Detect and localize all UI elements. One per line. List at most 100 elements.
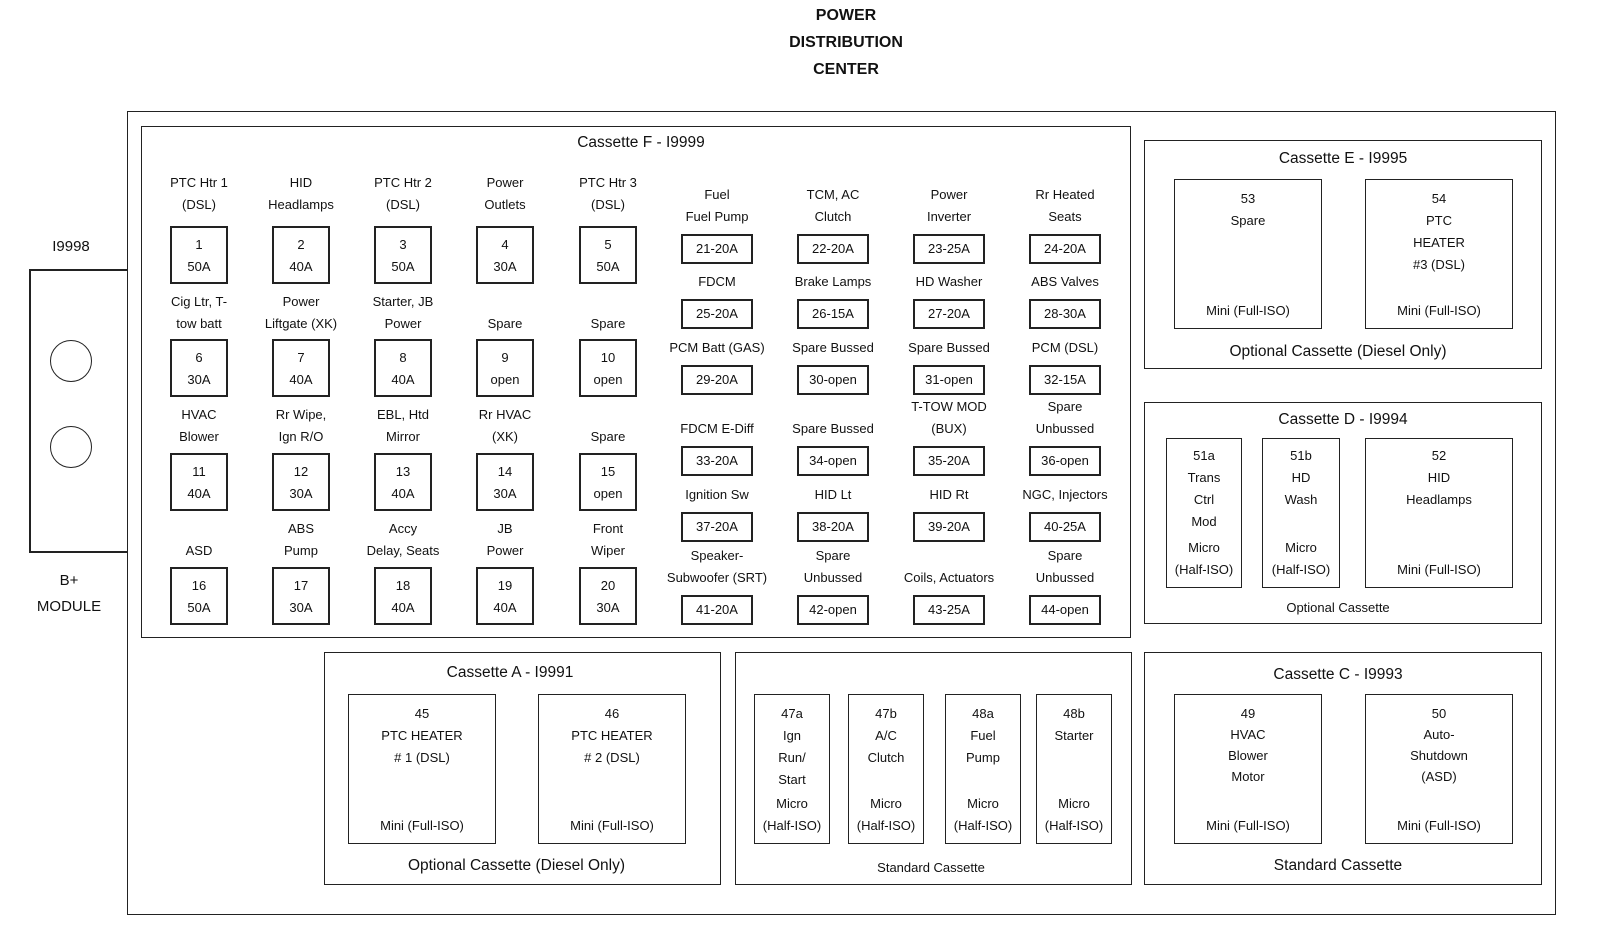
mini-fuse-23-25A[interactable]: 23-25A [913, 234, 985, 264]
mini-fuse-41-20A[interactable]: 41-20A [681, 595, 753, 625]
fuse-description-line: Clutch [867, 750, 905, 765]
mini-fuse-39-20A[interactable]: 39-20A [913, 512, 985, 542]
fuse-label-line-1: Front [592, 521, 624, 536]
fuse-label-line-2: Unbussed [803, 570, 863, 585]
terminal-stud-upper [50, 340, 92, 382]
fuse-label-line-2: Unbussed [1035, 421, 1095, 436]
fuse-type-line: Mini (Full-ISO) [1206, 303, 1290, 318]
mini-fuse-25-20A[interactable]: 25-20A [681, 299, 753, 329]
mini-fuse-38-20A[interactable]: 38-20A [797, 512, 869, 542]
fuse-number: 19 [497, 578, 513, 593]
mini-fuse-31-open[interactable]: 31-open [913, 365, 985, 395]
mini-fuse-36-open[interactable]: 36-open [1029, 446, 1101, 476]
fuse-label-line-1: T-TOW MOD [911, 399, 987, 414]
mini-fuse-42-open[interactable]: 42-open [797, 595, 869, 625]
cassette-a-caption: Optional Cassette (Diesel Only) [407, 857, 626, 874]
fuse-label-line-2: FDCM E-Diff [680, 421, 754, 436]
fuse-description-line: Shutdown [1410, 748, 1468, 763]
cassette-d [1144, 402, 1542, 624]
fuse-label-line-2: tow batt [176, 316, 222, 331]
fuse-number: 20 [600, 578, 616, 593]
fuse-label-line-2: (DSL) [386, 197, 420, 212]
cassette-b-caption: Standard Cassette [877, 860, 985, 875]
fuse-label-line-1: Rr HVAC [478, 407, 532, 422]
fuse-description-line: PTC HEATER [381, 728, 463, 743]
mini-fuse-44-open[interactable]: 44-open [1029, 595, 1101, 625]
mini-fuse-24-20A[interactable]: 24-20A [1029, 234, 1101, 264]
fuse-description-line: Auto- [1423, 727, 1455, 742]
fuse-description-line: Blower [1228, 748, 1268, 763]
cassette-d-caption: Optional Cassette [1286, 600, 1390, 615]
fuse-rating: 40A [187, 486, 211, 501]
mini-fuse-30-open[interactable]: 30-open [797, 365, 869, 395]
mini-fuse-32-15A[interactable]: 32-15A [1029, 365, 1101, 395]
fuse-description-line: 50 [1431, 706, 1447, 721]
mini-fuse-28-30A[interactable]: 28-30A [1029, 299, 1101, 329]
fuse-label-line-1: Rr Heated [1035, 187, 1095, 202]
fuse-type: Micro(Half-ISO) [849, 793, 923, 837]
fuse-type-line: Micro [776, 796, 808, 811]
mini-fuse-40-25A[interactable]: 40-25A [1029, 512, 1101, 542]
fuse-description-line: HID [1427, 470, 1451, 485]
fuse-type: Mini (Full-ISO) [349, 815, 495, 837]
fuse-label-line-1: Starter, JB [372, 294, 434, 309]
mini-fuse-22-20A[interactable]: 22-20A [797, 234, 869, 264]
mini-fuse-29-20A[interactable]: 29-20A [681, 365, 753, 395]
mini-fuse-27-20A[interactable]: 27-20A [913, 299, 985, 329]
mini-fuse-43-25A[interactable]: 43-25A [913, 595, 985, 625]
mini-fuse-33-20A[interactable]: 33-20A [681, 446, 753, 476]
fuse-description-line: Run/ [778, 750, 806, 765]
mini-fuse-26-15A[interactable]: 26-15A [797, 299, 869, 329]
mini-fuse-35-20A[interactable]: 35-20A [913, 446, 985, 476]
fuse-type-line: Mini (Full-ISO) [1397, 303, 1481, 318]
fuse-rating: 50A [187, 600, 211, 615]
fuse-rating: 50A [187, 259, 211, 274]
fuse-description-line: 51b [1290, 448, 1312, 463]
fuse-label-line-2: Power [384, 316, 422, 331]
fuse-rating: 50A [596, 259, 620, 274]
mini-fuse-37-20A[interactable]: 37-20A [681, 512, 753, 542]
mini-fuse-34-open[interactable]: 34-open [797, 446, 869, 476]
fuse-type-line: Micro [870, 796, 902, 811]
mini-fuse-21-20A[interactable]: 21-20A [681, 234, 753, 264]
title-line-2: DISTRIBUTION [789, 34, 903, 51]
